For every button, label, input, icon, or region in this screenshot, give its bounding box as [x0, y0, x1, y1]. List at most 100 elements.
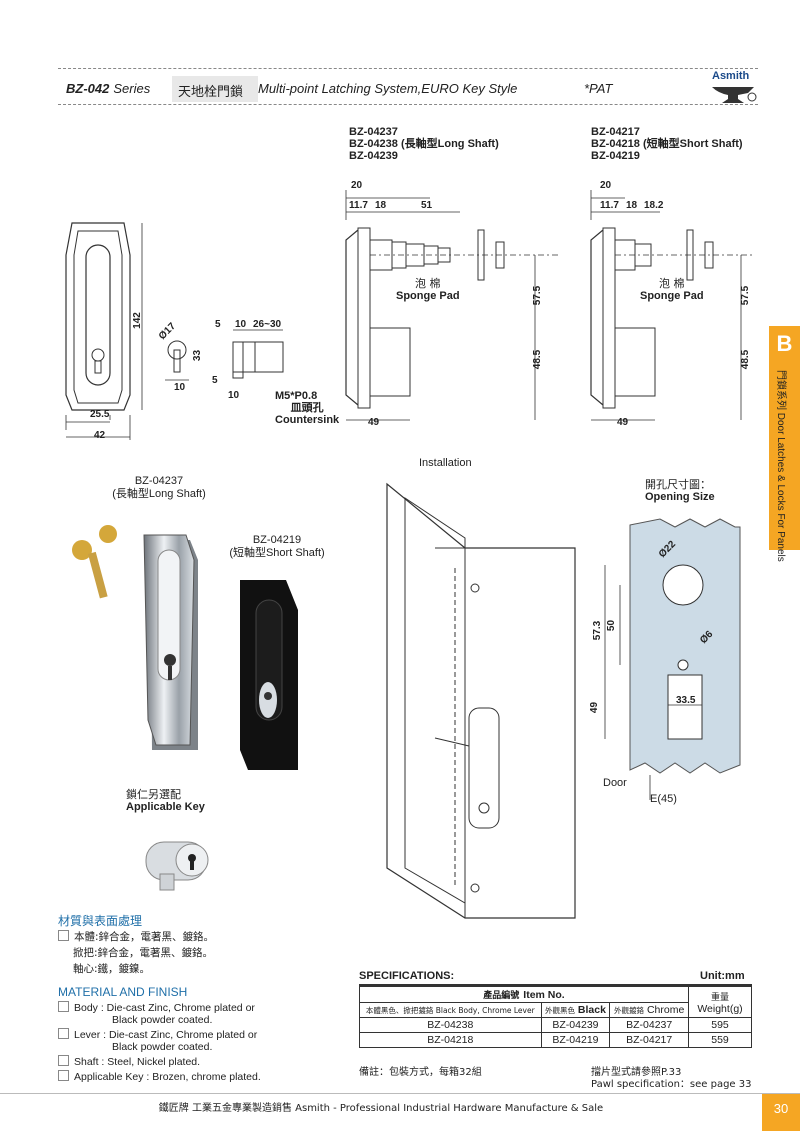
- dim-10-a: 10: [174, 382, 186, 393]
- footer-text: 鐵匠牌 工業五金專業製造銷售 Asmith - Professional Ind…: [158, 1103, 604, 1114]
- long-shaft-models: BZ-04237 BZ-04238 (長軸型Long Shaft) BZ-042…: [349, 126, 499, 162]
- col-chrome-cn: 外觀鍍鉻: [614, 1006, 645, 1015]
- dim-width-25-5: 25.5: [90, 409, 110, 420]
- opening-size-en: Opening Size: [645, 491, 715, 503]
- footer-rule: [0, 1093, 800, 1094]
- opening-dim-50: 50: [606, 619, 618, 632]
- countersink-cn: 皿頭孔: [290, 401, 324, 414]
- short-shaft-side-view: [590, 190, 755, 421]
- dim-10-b: 10: [228, 390, 240, 401]
- table-cell: 595: [688, 1017, 752, 1033]
- title-en: Multi-point Latching System,EURO Key Sty…: [258, 81, 518, 96]
- patent-mark: *PAT: [584, 81, 613, 96]
- sponge-en-2: Sponge Pad: [640, 290, 704, 302]
- long-dim-48-5: 48.5: [532, 349, 544, 370]
- applicable-key-en: Applicable Key: [126, 801, 205, 813]
- short-dim-48-5: 48.5: [740, 349, 752, 370]
- table-row: BZ-04218 BZ-04219 BZ-04217 559: [359, 1032, 752, 1048]
- category-letter: B: [776, 331, 793, 356]
- table-cell: BZ-04239: [540, 1017, 611, 1033]
- material-body-line1: Body : Die-cast Zinc, Chrome plated or: [74, 1002, 255, 1014]
- short-dim-11-7: 11.7: [600, 200, 619, 211]
- weight-header: Weight(g): [697, 1002, 743, 1015]
- sponge-cn: 泡 棉: [415, 277, 441, 290]
- table-cell: BZ-04238: [359, 1017, 542, 1033]
- spec-unit: Unit:mm: [700, 970, 745, 982]
- material-lever-line1: Lever : Die-cast Zinc, Chrome plated or: [74, 1029, 258, 1041]
- spec-title: SPECIFICATIONS:: [359, 970, 455, 982]
- applicable-key-cn: 鎖仁另選配: [126, 788, 181, 801]
- opening-dim-33-5: 33.5: [676, 695, 696, 706]
- table-cell: BZ-04237: [609, 1017, 689, 1033]
- series-code: BZ-042: [66, 81, 110, 96]
- long-dim-49: 49: [368, 417, 380, 428]
- series-suffix: Series: [113, 81, 151, 96]
- material-shaft: Shaft : Steel, Nickel plated.: [74, 1056, 201, 1068]
- photo-long-caption: BZ-04237 (長軸型Long Shaft): [104, 475, 214, 501]
- long-dim-57-5: 57.5: [532, 285, 544, 306]
- short-sponge-label: 泡 棉 Sponge Pad: [640, 277, 704, 303]
- material-cn-shaft: 軸心:鐵，鍍鎳。: [73, 963, 151, 975]
- weight-cn: 重量: [710, 992, 729, 1003]
- table-cell: BZ-04217: [609, 1032, 689, 1048]
- sponge-en: Sponge Pad: [396, 290, 460, 302]
- long-dim-11-7: 11.7: [349, 200, 368, 211]
- dim-height-142: 142: [131, 312, 143, 329]
- photo-long-shaft-text: (長軸型Long Shaft): [112, 488, 206, 500]
- material-cn-title: 材質與表面處理: [58, 914, 143, 928]
- category-label: 門鎖系列 Door Latches & Locks For Panels: [775, 370, 786, 562]
- short-shaft-models: BZ-04217 BZ-04218 (短軸型Short Shaft) BZ-04…: [591, 126, 743, 162]
- key-icon: [72, 525, 117, 599]
- checkbox-icon: [58, 1001, 69, 1012]
- long-sponge-label: 泡 棉 Sponge Pad: [396, 277, 460, 303]
- header-top-rule: [58, 68, 758, 69]
- opening-dim-57-3: 57.3: [592, 620, 604, 641]
- countersink-thread: M5*P0.8: [275, 390, 318, 402]
- table-cell: BZ-04218: [359, 1032, 542, 1048]
- cylinder-detail-drawing: [165, 329, 284, 381]
- model-bz-04238: BZ-04238 (長軸型Long Shaft): [349, 138, 499, 150]
- pawl-en: Pawl specification：see page 33: [591, 1079, 752, 1090]
- applicable-key-label: 鎖仁另選配 Applicable Key: [126, 788, 205, 814]
- photo-short-model: BZ-04219: [252, 534, 302, 546]
- e-45-label: E(45): [650, 793, 677, 805]
- euro-cylinder-icon: [145, 841, 209, 891]
- material-cn-list: 本體:鋅合金，電著黑、鍍鉻。 掀把:鋅合金，電著黑、鍍鉻。 軸心:鐵，鍍鎳。: [58, 929, 214, 977]
- col-black-cn: 外觀黑色: [544, 1006, 575, 1015]
- material-lever-line2: Black powder coated.: [112, 1041, 213, 1053]
- page-number: 30: [762, 1094, 800, 1131]
- photo-short-caption: BZ-04219 (短軸型Short Shaft): [222, 534, 332, 560]
- header-bottom-rule: [58, 104, 758, 105]
- checkbox-icon: [58, 1070, 69, 1081]
- col-black: Black: [577, 1004, 606, 1016]
- brand-name: Asmith: [712, 70, 750, 82]
- countersink-label: M5*P0.8 皿頭孔 Countersink: [275, 390, 339, 426]
- long-dim-18: 18: [375, 200, 387, 211]
- installation-title: Installation: [419, 457, 472, 469]
- spec-note: 備註：包裝方式，每箱32組: [359, 1067, 482, 1078]
- model-bz-04239: BZ-04239: [349, 150, 398, 162]
- model-bz-04219: BZ-04219: [591, 150, 640, 162]
- material-en-title: MATERIAL AND FINISH: [58, 985, 188, 999]
- installation-drawing: [386, 482, 576, 919]
- material-key: Applicable Key : Brozen, chrome plated.: [74, 1071, 261, 1083]
- table-cell: 559: [688, 1032, 752, 1048]
- door-label: Door: [603, 777, 627, 789]
- spec-top-rule: [359, 984, 752, 986]
- dim-10-top: 10: [235, 319, 247, 330]
- product-photos: [72, 525, 298, 770]
- photo-short-shaft-text: (短軸型Short Shaft): [229, 547, 325, 559]
- photo-long-model: BZ-04237: [134, 475, 184, 487]
- category-side-tab: [769, 326, 800, 550]
- col-black-body: 本體黑色、掀把鍍鉻 Black Body, Chrome Lever: [359, 1002, 542, 1018]
- sponge-cn-2: 泡 棉: [659, 277, 685, 290]
- dim-5-side: 5: [212, 375, 218, 386]
- long-shaft-side-view: [345, 190, 560, 421]
- countersink-en: Countersink: [275, 414, 340, 426]
- dim-33: 33: [192, 349, 204, 362]
- short-dim-49: 49: [617, 417, 629, 428]
- checkbox-icon: [58, 1028, 69, 1039]
- table-row: BZ-04238 BZ-04239 BZ-04237 595: [359, 1017, 752, 1033]
